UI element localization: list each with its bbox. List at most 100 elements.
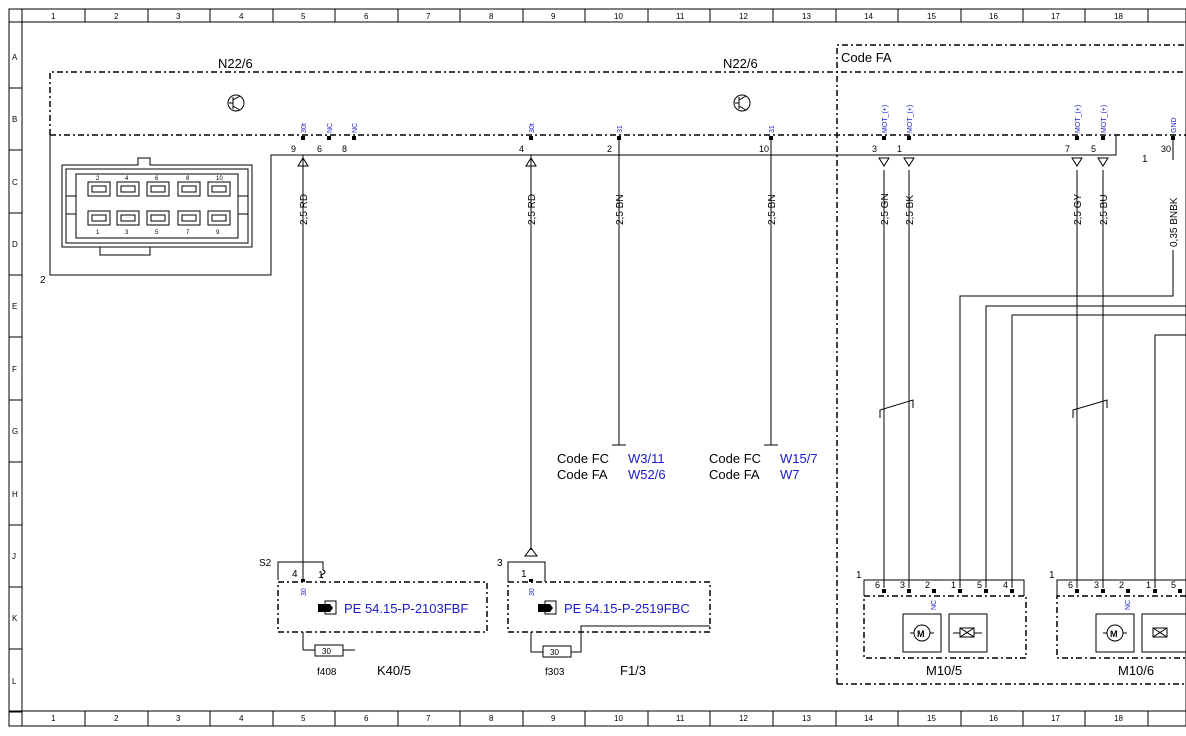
ecu-pin-name: MOT_(+) xyxy=(1101,105,1108,133)
connector-housing xyxy=(49,135,1117,276)
connector-cavity xyxy=(177,210,201,226)
grid-column-label: 5 xyxy=(301,714,306,723)
connector-cavity xyxy=(207,181,231,197)
grid-column-label: 12 xyxy=(739,714,748,723)
sensor-icon xyxy=(948,613,988,653)
fuse-f303-rating: 30 xyxy=(550,648,559,657)
connector-terminal xyxy=(211,214,227,222)
connector-terminal xyxy=(181,214,197,222)
sensor-icon xyxy=(1141,613,1186,653)
grid-column-label: 6 xyxy=(364,714,369,723)
motor-pin-stub xyxy=(1075,589,1079,593)
ecu-pin-stub xyxy=(769,136,773,140)
motor-icon: M xyxy=(1095,613,1135,653)
connector-cavity xyxy=(177,181,201,197)
ecu-pin-name: 30t xyxy=(301,123,308,133)
code-fa-region xyxy=(836,44,1186,684)
connector-terminal xyxy=(120,185,136,193)
connector-cavity xyxy=(116,210,140,226)
f13-connector-number: 3 xyxy=(497,558,503,569)
grid-column-label: 15 xyxy=(927,714,936,723)
ecu-pin-name: NC xyxy=(327,123,334,133)
wire-label: 2,5 BK xyxy=(905,195,916,225)
grid-column-label: 8 xyxy=(489,12,494,21)
grid-column-label: 11 xyxy=(676,714,685,723)
connector-pin-label: 3 xyxy=(125,230,129,236)
wire-label: 2,5 RD xyxy=(527,194,538,225)
ground-ref-2-link2[interactable]: W7 xyxy=(780,467,800,482)
ecu-pin-name: 30t xyxy=(529,123,536,133)
book-icon xyxy=(538,600,557,615)
grid-column-label: 17 xyxy=(1051,12,1060,21)
grid-column-label: 16 xyxy=(989,12,998,21)
grid-row-label: E xyxy=(12,302,17,311)
ecu-pin-number: 8 xyxy=(342,144,347,154)
ground-ref-1-label2: Code FA xyxy=(557,467,608,482)
k40-sub-number: 1 xyxy=(318,570,324,581)
ground-ref-2-link1[interactable]: W15/7 xyxy=(780,451,818,466)
connector-terminal xyxy=(91,185,107,193)
ground-ref-1-link2[interactable]: W52/6 xyxy=(628,467,666,482)
connector-terminal xyxy=(120,214,136,222)
k40-pe-link[interactable]: PE 54.15-P-2103FBF xyxy=(344,601,468,616)
f408-label: f408 xyxy=(317,667,337,678)
grid-row-label: L xyxy=(12,677,17,686)
connector-terminal xyxy=(91,214,107,222)
svg-text:M: M xyxy=(917,629,925,639)
connector-cavity xyxy=(87,181,111,197)
grid-column-label: 3 xyxy=(176,714,181,723)
grid-column-label: 3 xyxy=(176,12,181,21)
grid-column-label: 5 xyxy=(301,12,306,21)
connector-terminal xyxy=(150,214,166,222)
f13-pe-link[interactable]: PE 54.15-P-2519FBC xyxy=(564,601,690,616)
ecu-pin-number: 7 xyxy=(1065,144,1070,154)
connector-pin-label: 5 xyxy=(155,230,159,236)
grid-column-label: 4 xyxy=(239,12,244,21)
ecu-pin-stub xyxy=(1101,136,1105,140)
ecu-pin-stub xyxy=(882,136,886,140)
sheet-border xyxy=(8,8,1186,727)
connector-number: 2 xyxy=(40,275,46,286)
grid-column-label: 2 xyxy=(114,12,119,21)
motor-pin-number: 3 xyxy=(900,580,905,590)
grid-column-label: 9 xyxy=(551,714,556,723)
k40-5-housing xyxy=(277,581,488,633)
m10-5-label: M10/5 xyxy=(926,663,962,678)
wire-label: 2,5 GY xyxy=(1073,194,1084,225)
motor-pin-number: 4 xyxy=(1003,580,1008,590)
wire-label: 2,5 BN xyxy=(615,194,626,225)
s2-label: S2 xyxy=(259,558,272,569)
connector-terminal xyxy=(150,185,166,193)
ecu-pin-stub xyxy=(1171,136,1175,140)
connection-arrow xyxy=(297,157,1109,557)
grid-column-label: 14 xyxy=(864,714,873,723)
m10-5-nc: NC xyxy=(931,600,938,610)
grid-row-label: B xyxy=(12,115,17,124)
m10-6-connector-number: 1 xyxy=(1049,570,1055,581)
connector-pin-label: 9 xyxy=(216,230,220,236)
ground-ref-2-label2: Code FA xyxy=(709,467,760,482)
f1-3-label: F1/3 xyxy=(620,663,646,678)
motor-pin-number: 6 xyxy=(1068,580,1073,590)
n22-6-label-left: N22/6 xyxy=(218,56,253,71)
k40-pin-name: 30 xyxy=(301,588,308,596)
f13-pin-name: 30 xyxy=(529,588,536,596)
grid-row-label: H xyxy=(12,490,18,499)
motor-pin-number: 5 xyxy=(1171,580,1176,590)
connector-cavity xyxy=(87,210,111,226)
grid-row-label: J xyxy=(12,552,16,561)
grid-column-label: 18 xyxy=(1114,12,1123,21)
grid-row-label: C xyxy=(12,178,18,187)
transistor-icon xyxy=(227,94,245,112)
wire-label: 2,5 RD xyxy=(299,194,310,225)
ecu-pin-number: 6 xyxy=(317,144,322,154)
ecu-pin-stub xyxy=(617,136,621,140)
ecu-pin-number: 2 xyxy=(607,144,612,154)
ground-ref-1-link1[interactable]: W3/11 xyxy=(628,451,665,466)
grid-column-label: 7 xyxy=(426,714,431,723)
